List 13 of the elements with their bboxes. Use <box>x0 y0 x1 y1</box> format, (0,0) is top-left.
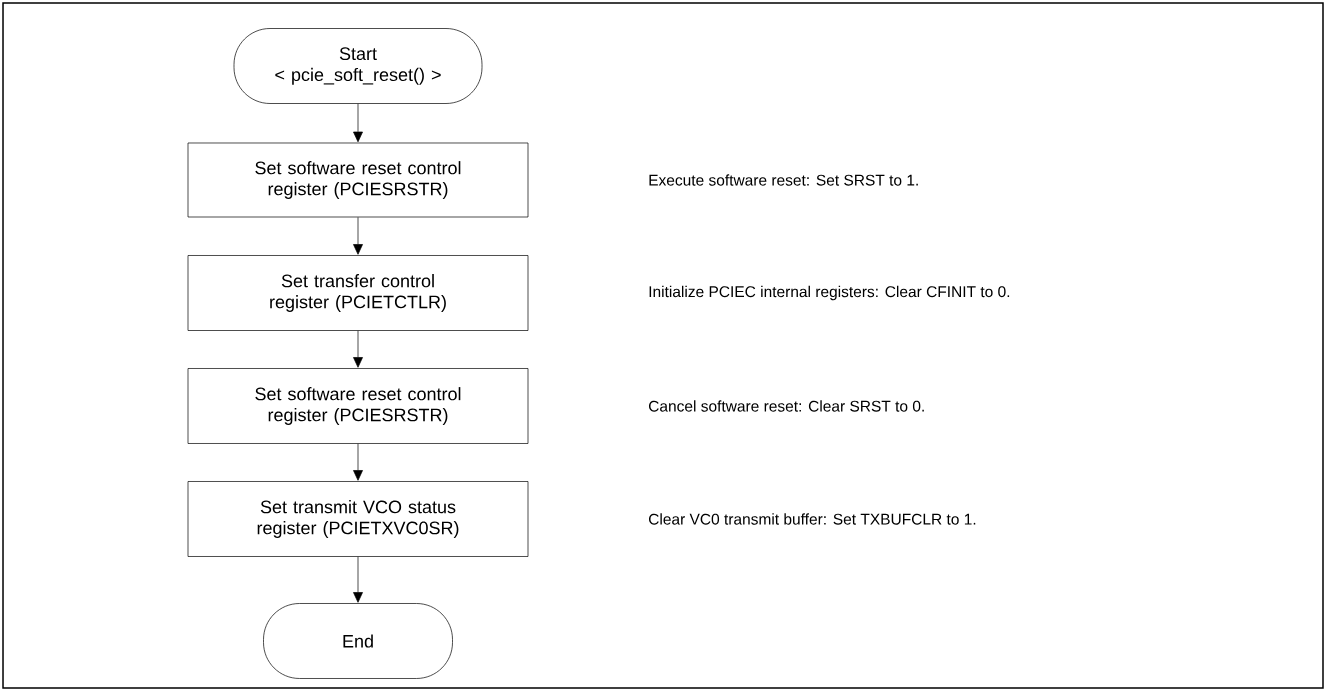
process-box: Set software reset control register (PCIESRSTR) <box>187 142 529 218</box>
process-box: Set transfer control register (PCIETCTLR) <box>187 255 529 331</box>
note-text: Initialize PCIEC internal registers: Clear CFINIT to 0. <box>649 285 1010 301</box>
process-box: Set transmit VCO status register (PCIETXVC0SR) <box>187 481 529 557</box>
arrow <box>353 217 363 255</box>
arrow <box>353 103 363 143</box>
arrow <box>353 443 363 481</box>
arrow <box>353 556 363 603</box>
note-text: Clear VC0 transmit buffer: Set TXBUFCLR to 1. <box>649 513 976 525</box>
arrow <box>353 330 363 368</box>
note-text: Execute software reset: Set SRST to 1. <box>649 174 918 186</box>
process-box: Set software reset control register (PCIESRSTR) <box>187 368 529 444</box>
note-text: Cancel software reset: Clear SRST to 0. <box>649 400 924 412</box>
